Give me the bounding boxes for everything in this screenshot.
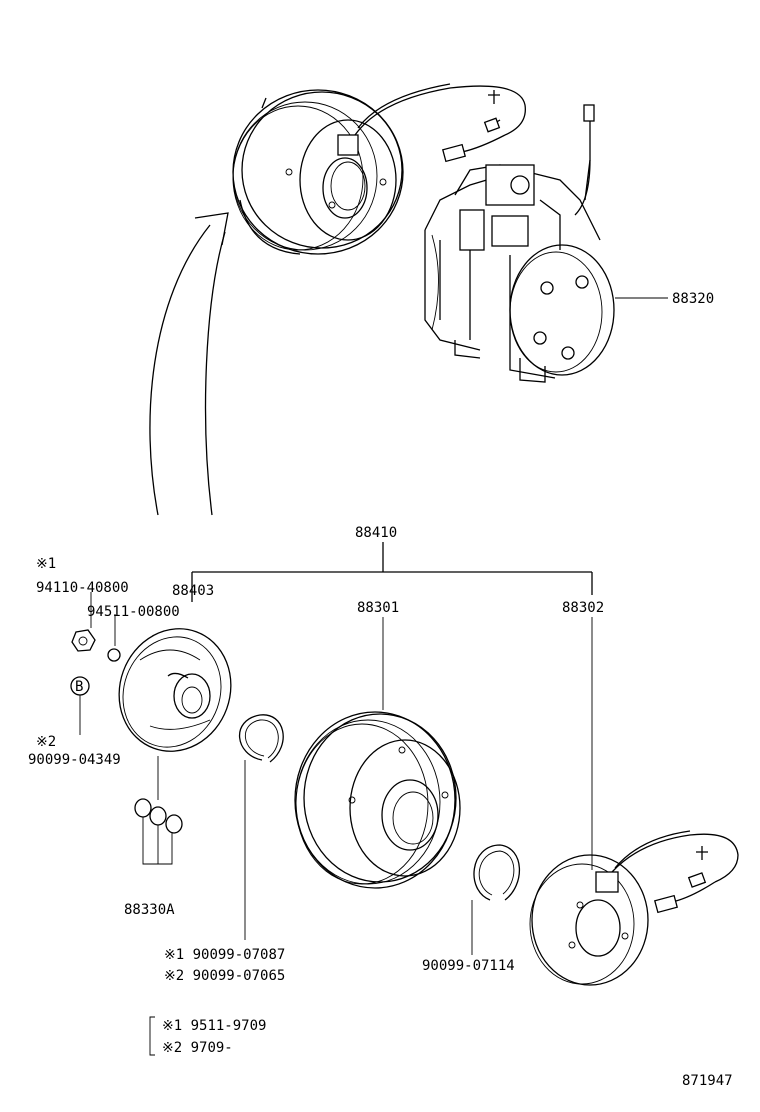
label-note2-mark: ※2 <box>36 734 56 750</box>
legend-bracket <box>149 1016 155 1056</box>
label-note1-mark: ※1 <box>36 556 56 572</box>
stator-drawing <box>529 830 739 986</box>
coil-detail-drawing <box>232 83 526 255</box>
label-compressor: 88320 <box>672 291 714 307</box>
diagram-number: 871947 <box>682 1073 733 1089</box>
label-bolt: 94110-40800 <box>36 580 129 596</box>
snap-ring-2-drawing <box>471 844 521 955</box>
small-parts <box>70 592 284 940</box>
legend-line-1: ※1 9511-9709 <box>162 1018 266 1034</box>
label-clutch-assy: 88410 <box>355 525 397 541</box>
label-snap-ring-2: ※2 90099-07065 <box>164 968 285 984</box>
label-snap-ring-3: 90099-07114 <box>422 958 515 974</box>
legend-line-2: ※2 9709- <box>162 1040 233 1056</box>
label-ref-b: B <box>75 679 83 695</box>
label-bolt2: 90099-04349 <box>28 752 121 768</box>
label-washer: 94511-00800 <box>87 604 180 620</box>
assembly-arrow <box>149 212 229 516</box>
assembly-bracket <box>191 542 593 870</box>
label-stator: 88302 <box>562 600 604 616</box>
label-pulley: 88301 <box>357 600 399 616</box>
label-snap-ring-1: ※1 90099-07087 <box>164 947 285 963</box>
compressor-drawing <box>424 104 668 383</box>
label-pressure-plate: 88403 <box>172 583 214 599</box>
pulley-drawing <box>294 711 461 889</box>
label-shims: 88330A <box>124 902 175 918</box>
